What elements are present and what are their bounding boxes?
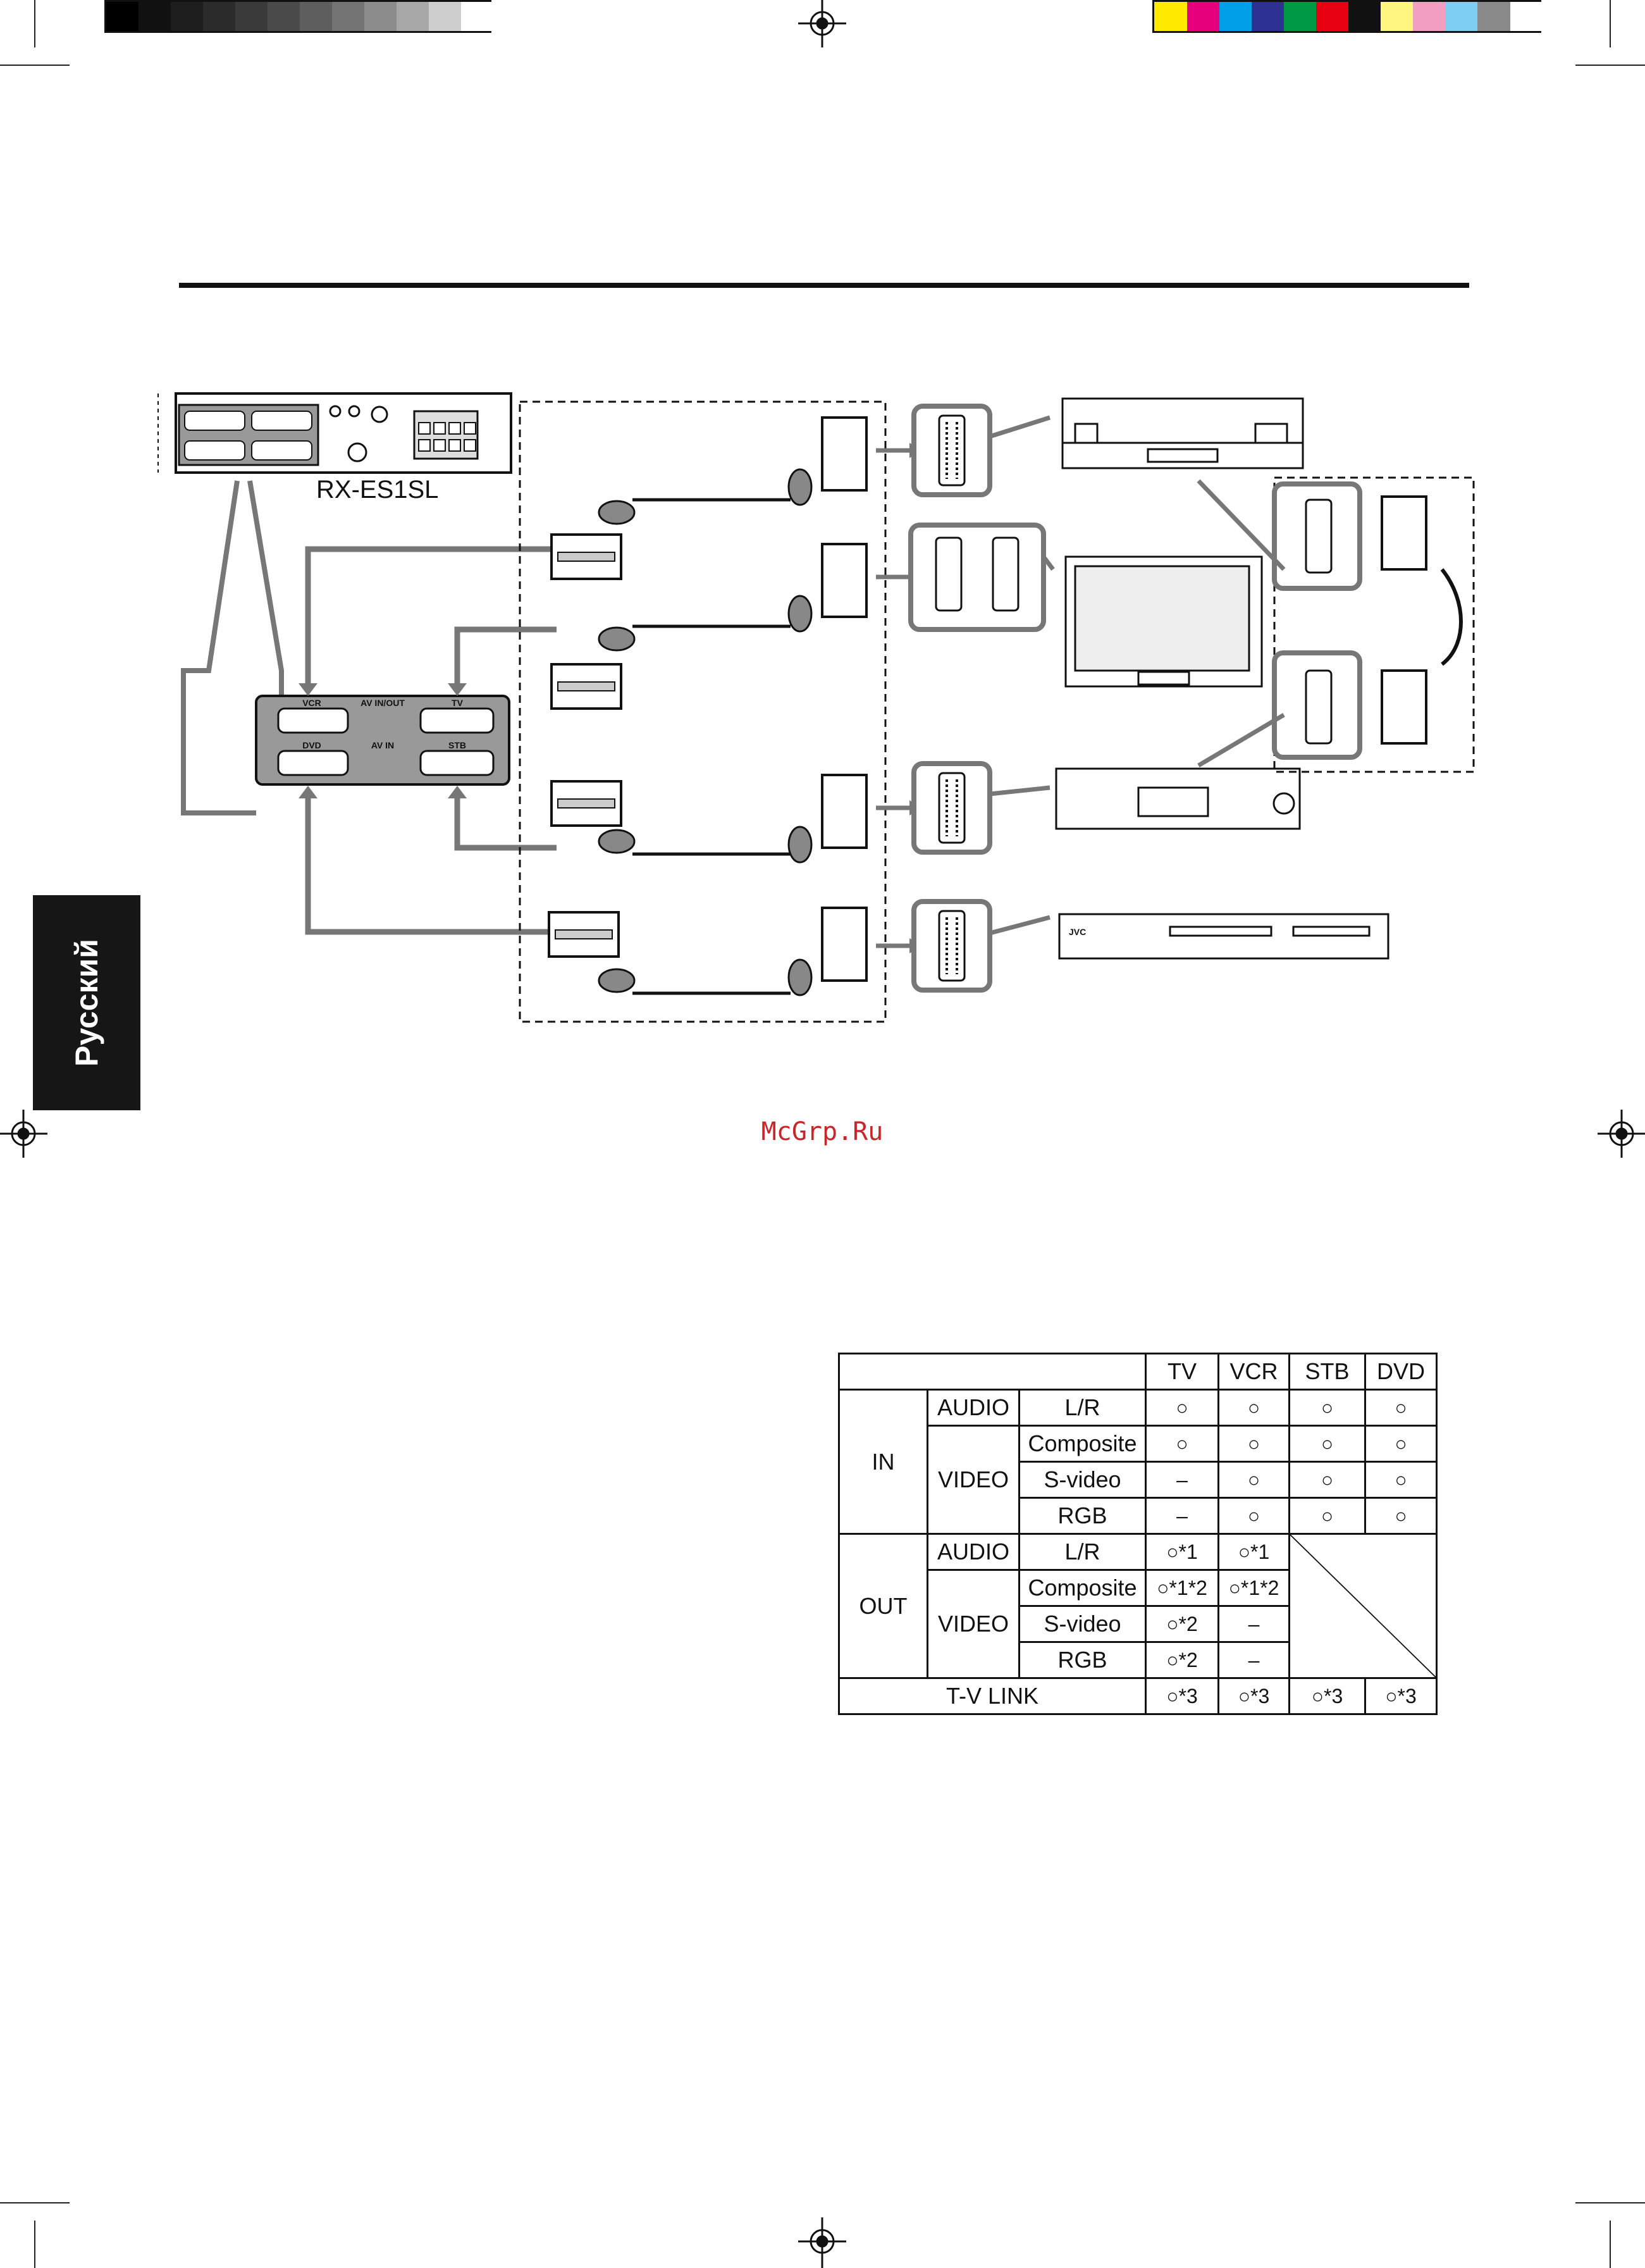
tv-scart-ports — [911, 525, 1044, 629]
cell: ○ — [1290, 1390, 1365, 1426]
dvd-scart-port — [914, 902, 990, 990]
group-video: VIDEO — [928, 1570, 1020, 1678]
vcr-scart-port — [914, 406, 990, 495]
cell: ○ — [1290, 1426, 1365, 1462]
cell: ○ — [1290, 1498, 1365, 1534]
dvd-brand-label: JVC — [1069, 927, 1086, 937]
stb-scart-port — [914, 764, 990, 852]
cell: ○ — [1365, 1426, 1437, 1462]
table-row: VIDEO Composite ○ ○ ○ ○ — [839, 1426, 1437, 1462]
connection-spec-table: TV VCR STB DVD IN AUDIO L/R ○ ○ ○ ○ VIDE… — [838, 1353, 1438, 1715]
cell: ○ — [1365, 1462, 1437, 1498]
cell: ○*1*2 — [1219, 1570, 1290, 1606]
row-label: Composite — [1020, 1426, 1146, 1462]
cell: ○ — [1219, 1498, 1290, 1534]
stb-device — [1056, 769, 1300, 829]
cell: ○ — [1146, 1426, 1219, 1462]
panel-label-stb: STB — [448, 740, 466, 750]
tvlink-ports — [1274, 484, 1360, 757]
watermark: McGrp.Ru — [696, 1117, 949, 1146]
header-stb: STB — [1290, 1354, 1365, 1390]
group-out: OUT — [839, 1534, 928, 1678]
row-label: S-video — [1020, 1606, 1146, 1642]
tv-device — [1066, 557, 1262, 686]
header-dvd: DVD — [1365, 1354, 1437, 1390]
language-tab: Русский — [33, 895, 140, 1110]
diagonal-strike — [1290, 1535, 1436, 1677]
cell: ○ — [1290, 1462, 1365, 1498]
device-callout-tails — [990, 418, 1053, 933]
group-video: VIDEO — [928, 1426, 1020, 1534]
cell: ○ — [1219, 1462, 1290, 1498]
cell: ○ — [1365, 1498, 1437, 1534]
tvlink-plugs — [1382, 497, 1426, 743]
cell: ○*1*2 — [1146, 1570, 1219, 1606]
header-tv: TV — [1146, 1354, 1219, 1390]
not-applicable-cell — [1290, 1534, 1437, 1678]
cable-plugs-left — [549, 501, 634, 992]
group-audio: AUDIO — [928, 1390, 1020, 1426]
cell: – — [1146, 1462, 1219, 1498]
cell: – — [1219, 1606, 1290, 1642]
panel-label-dvd: DVD — [302, 740, 321, 750]
scart-cables — [632, 500, 791, 993]
cell: ○*3 — [1290, 1678, 1365, 1714]
row-label: RGB — [1020, 1642, 1146, 1678]
vcr-device — [1063, 399, 1303, 468]
cell: ○*1 — [1146, 1534, 1219, 1570]
device-arrows — [876, 450, 911, 946]
cell: ○ — [1146, 1390, 1219, 1426]
tvlink-label: T-V LINK — [839, 1678, 1146, 1714]
receiver-model-label: RX-ES1SL — [316, 476, 438, 504]
cell: ○*3 — [1219, 1678, 1290, 1714]
table-row: T-V LINK ○*3 ○*3 ○*3 ○*3 — [839, 1678, 1437, 1714]
tvlink-cable — [1442, 569, 1461, 664]
row-label: L/R — [1020, 1390, 1146, 1426]
cell: ○*2 — [1146, 1606, 1219, 1642]
av-panel: VCR AV IN/OUT TV DVD AV IN STB — [256, 696, 509, 784]
header-vcr: VCR — [1219, 1354, 1290, 1390]
cell: ○*3 — [1365, 1678, 1437, 1714]
panel-label-av-in-out: AV IN/OUT — [360, 698, 405, 708]
device-arrowheads — [909, 443, 922, 953]
table-header-blank — [839, 1354, 1146, 1390]
cell: ○*3 — [1146, 1678, 1219, 1714]
table-header-row: TV VCR STB DVD — [839, 1354, 1437, 1390]
cell: ○*2 — [1146, 1642, 1219, 1678]
dvd-device — [1059, 914, 1388, 958]
cell: ○*1 — [1219, 1534, 1290, 1570]
table-row: OUT AUDIO L/R ○*1 ○*1 — [839, 1534, 1437, 1570]
cell: – — [1219, 1642, 1290, 1678]
group-audio: AUDIO — [928, 1534, 1020, 1570]
row-label: Composite — [1020, 1570, 1146, 1606]
panel-label-av-in: AV IN — [371, 740, 394, 750]
panel-label-vcr: VCR — [302, 698, 321, 708]
table-row: IN AUDIO L/R ○ ○ ○ ○ — [839, 1390, 1437, 1426]
cell: – — [1146, 1498, 1219, 1534]
row-label: S-video — [1020, 1462, 1146, 1498]
cable-plugs-right — [789, 418, 866, 995]
receiver-back-panel — [158, 393, 511, 473]
cell: ○ — [1219, 1390, 1290, 1426]
cell: ○ — [1219, 1426, 1290, 1462]
cell: ○ — [1365, 1390, 1437, 1426]
row-label: RGB — [1020, 1498, 1146, 1534]
group-in: IN — [839, 1390, 928, 1534]
language-tab-label: Русский — [68, 939, 105, 1067]
row-label: L/R — [1020, 1534, 1146, 1570]
panel-label-tv: TV — [452, 698, 464, 708]
